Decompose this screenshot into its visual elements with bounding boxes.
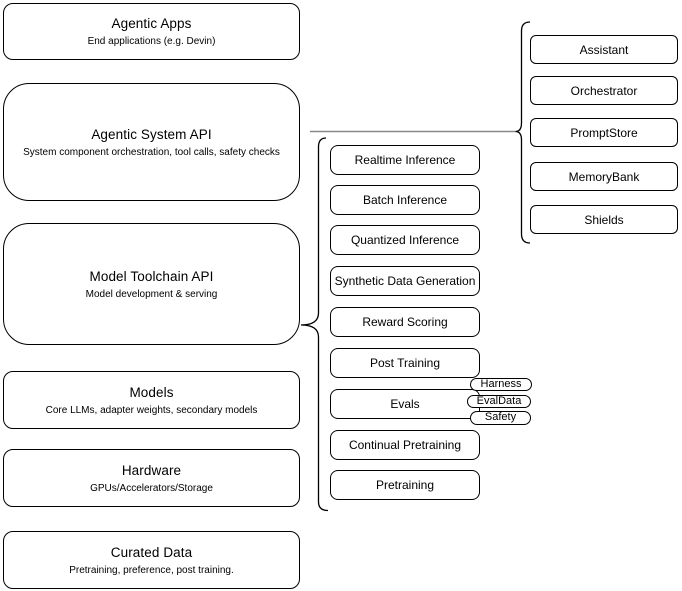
node-agentic-apps: Agentic Apps End applications (e.g. Devi… bbox=[3, 3, 300, 60]
node-post-training: Post Training bbox=[330, 348, 480, 378]
node-title: Hardware bbox=[121, 462, 182, 478]
node-subtitle: Pretraining, preference, post training. bbox=[69, 564, 234, 576]
node-synthetic-data-generation: Synthetic Data Generation bbox=[330, 266, 480, 296]
node-label: Orchestrator bbox=[570, 83, 638, 98]
node-label: Batch Inference bbox=[362, 193, 448, 207]
node-label: Pretraining bbox=[375, 478, 435, 492]
node-evals: Evals bbox=[330, 389, 480, 419]
tag-label: EvalData bbox=[476, 394, 522, 407]
node-title: Agentic System API bbox=[91, 126, 212, 142]
node-subtitle: GPUs/Accelerators/Storage bbox=[90, 482, 213, 494]
node-subtitle: Model development & serving bbox=[85, 288, 218, 300]
node-label: PromptStore bbox=[570, 125, 638, 140]
node-reward-scoring: Reward Scoring bbox=[330, 307, 480, 337]
tag-safety: Safety bbox=[470, 410, 531, 425]
tag-label: Harness bbox=[480, 377, 522, 390]
node-subtitle: System component orchestration, tool cal… bbox=[23, 146, 280, 158]
node-title: Model Toolchain API bbox=[89, 268, 214, 284]
node-shields: Shields bbox=[530, 205, 678, 234]
node-curated-data: Curated Data Pretraining, preference, po… bbox=[3, 531, 300, 589]
node-batch-inference: Batch Inference bbox=[330, 185, 480, 215]
node-label: Shields bbox=[584, 212, 624, 227]
node-hardware: Hardware GPUs/Accelerators/Storage bbox=[3, 449, 300, 507]
node-label: MemoryBank bbox=[568, 169, 640, 184]
node-label: Post Training bbox=[369, 356, 441, 370]
tag-evaldata: EvalData bbox=[467, 394, 531, 408]
node-agentic-system-api: Agentic System API System component orch… bbox=[3, 83, 300, 201]
node-promptstore: PromptStore bbox=[530, 118, 678, 147]
node-assistant: Assistant bbox=[530, 35, 678, 64]
node-orchestrator: Orchestrator bbox=[530, 76, 678, 105]
node-label: Assistant bbox=[579, 42, 629, 57]
node-subtitle: Core LLMs, adapter weights, secondary mo… bbox=[45, 404, 258, 416]
tag-label: Safety bbox=[484, 411, 517, 423]
toolchain-group-brace-connector bbox=[300, 137, 329, 512]
node-title: Models bbox=[129, 384, 174, 400]
node-label: Evals bbox=[390, 397, 420, 411]
system-group-brace-connector bbox=[515, 21, 531, 244]
node-memorybank: MemoryBank bbox=[530, 162, 678, 191]
node-label: Realtime Inference bbox=[354, 153, 456, 167]
node-pretraining: Pretraining bbox=[330, 470, 480, 500]
node-title: Agentic Apps bbox=[111, 16, 192, 31]
node-model-toolchain-api: Model Toolchain API Model development & … bbox=[3, 223, 300, 345]
node-label: Reward Scoring bbox=[362, 315, 448, 329]
node-title: Curated Data bbox=[110, 544, 193, 560]
node-label: Quantized Inference bbox=[350, 233, 460, 247]
tag-harness: Harness bbox=[470, 377, 532, 391]
node-continual-pretraining: Continual Pretraining bbox=[330, 430, 480, 460]
node-subtitle: End applications (e.g. Devin) bbox=[87, 36, 216, 47]
node-quantized-inference: Quantized Inference bbox=[330, 225, 480, 255]
node-label: Continual Pretraining bbox=[348, 438, 462, 452]
node-realtime-inference: Realtime Inference bbox=[330, 145, 480, 175]
node-label: Synthetic Data Generation bbox=[334, 274, 476, 288]
node-models: Models Core LLMs, adapter weights, secon… bbox=[3, 371, 300, 429]
